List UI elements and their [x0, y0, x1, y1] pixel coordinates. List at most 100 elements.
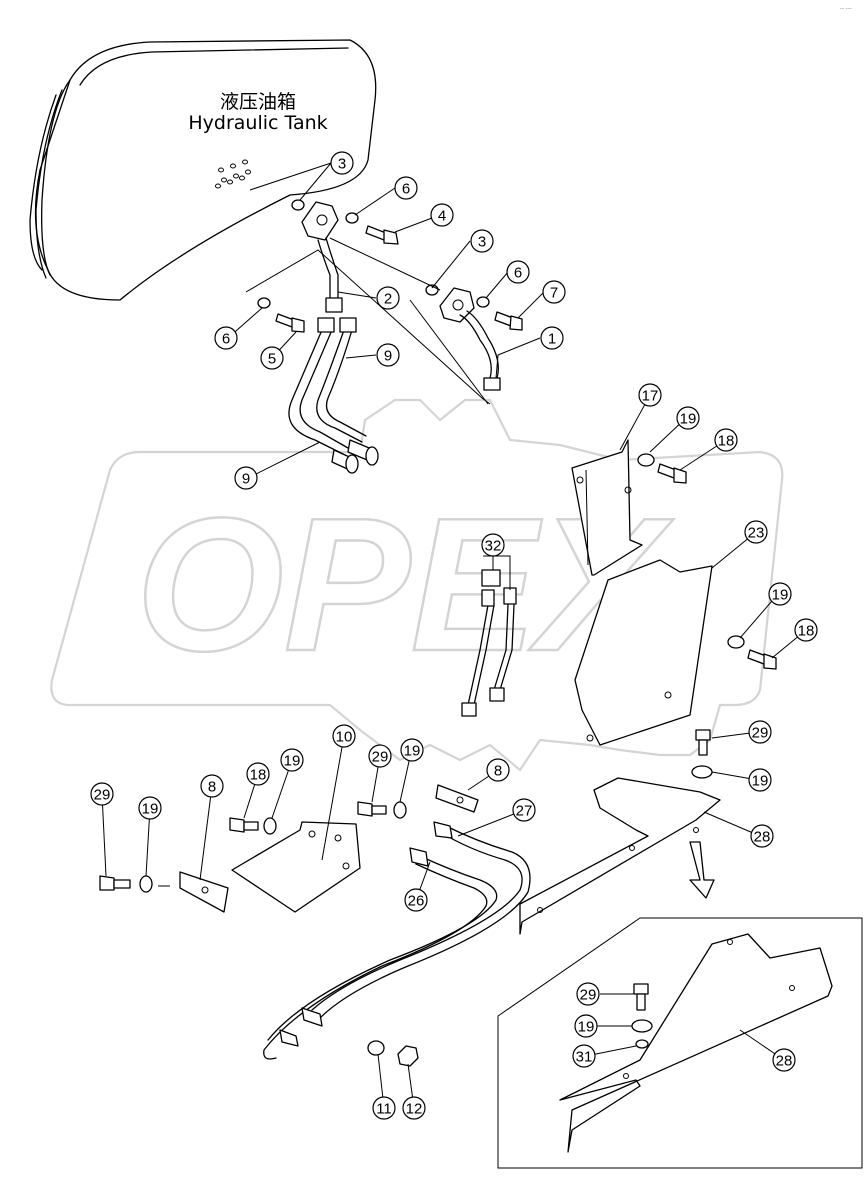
bolt-left [275, 313, 305, 333]
callout-32: 32 [481, 533, 505, 557]
callout-number: 12 [406, 1101, 423, 1118]
clamp-8-left [179, 871, 229, 913]
callout-number: 19 [772, 587, 789, 604]
callout-number: 1 [548, 331, 556, 348]
callout-3: 3 [330, 151, 354, 175]
bolt-17 [657, 463, 687, 484]
corner-mark: -- --- [840, 6, 852, 12]
callout-18: 18 [714, 428, 738, 452]
callout-number: 26 [408, 893, 425, 910]
o-ring-upper [291, 199, 305, 211]
callout-number: 9 [384, 348, 392, 365]
callout-3: 3 [470, 229, 494, 253]
callout-circle [394, 176, 418, 200]
callout-circle [402, 1096, 426, 1120]
callout-17: 17 [638, 383, 662, 407]
callout-19: 19 [138, 796, 162, 820]
callout-number: 10 [336, 729, 353, 746]
washer-lower [476, 296, 490, 308]
callout-19: 19 [768, 582, 792, 606]
callout-19: 19 [676, 406, 700, 430]
callout-29: 29 [576, 982, 600, 1006]
pipes-26-27 [263, 821, 531, 1060]
callout-circle [576, 982, 600, 1006]
callout-circle [794, 618, 818, 642]
bracket-28-upper [519, 777, 721, 935]
pipe-1 [459, 310, 501, 391]
callout-circle [372, 1096, 396, 1120]
bolt-29-detail [633, 983, 649, 1011]
callout-number: 6 [402, 181, 410, 198]
bolt-29-right [695, 729, 711, 756]
callout-circle [214, 326, 238, 350]
callout-number: 19 [284, 753, 301, 770]
bolt-lower [494, 311, 523, 331]
callout-28: 28 [772, 1048, 796, 1072]
callout-circle [750, 824, 774, 848]
callout-number: 19 [142, 801, 159, 818]
callout-number: 3 [478, 234, 486, 251]
washer-left [257, 297, 271, 309]
callout-circle [748, 720, 772, 744]
callout-11: 11 [372, 1096, 396, 1120]
callout-6: 6 [214, 326, 238, 350]
callout-number: 18 [798, 623, 815, 640]
callout-10: 10 [332, 724, 356, 748]
callout-number: 2 [384, 291, 392, 308]
callout-circle [512, 798, 536, 822]
callout-19: 19 [574, 1014, 598, 1038]
callout-29: 29 [368, 744, 392, 768]
callout-number: 8 [494, 763, 502, 780]
callout-number: 29 [580, 987, 597, 1004]
callout-number: 31 [576, 1049, 593, 1066]
callout-number: 8 [208, 779, 216, 796]
callout-19: 19 [400, 738, 424, 762]
callout-number: 4 [438, 208, 446, 225]
callout-number: 3 [338, 156, 346, 173]
callout-23: 23 [744, 520, 768, 544]
callout-circle [748, 768, 772, 792]
callout-12: 12 [402, 1096, 426, 1120]
callout-6: 6 [394, 176, 418, 200]
callout-number: 18 [718, 433, 735, 450]
callout-number: 19 [404, 743, 421, 760]
callout-circle [376, 343, 400, 367]
washer-19-left [139, 875, 153, 893]
callout-1: 1 [540, 326, 564, 350]
callout-circle [481, 533, 505, 557]
washer-upper [345, 212, 359, 224]
hose-9 [288, 317, 379, 474]
callout-18: 18 [794, 618, 818, 642]
callout-9: 9 [376, 343, 400, 367]
callout-8: 8 [200, 774, 224, 798]
callout-circle [744, 520, 768, 544]
callout-number: 29 [752, 725, 769, 742]
callout-circle [542, 280, 566, 304]
callout-circle [574, 1014, 598, 1038]
callout-circle [280, 748, 304, 772]
callout-number: 29 [372, 749, 389, 766]
washer-19-center [393, 801, 407, 819]
callout-number: 28 [754, 829, 771, 846]
bolt-upper [365, 225, 399, 245]
callout-19: 19 [280, 748, 304, 772]
callout-number: 28 [776, 1053, 793, 1070]
callout-number: 9 [242, 471, 250, 488]
washer-11 [367, 1040, 385, 1056]
callout-circle [138, 796, 162, 820]
callout-number: 6 [514, 265, 522, 282]
bracket-17 [571, 439, 643, 576]
callout-number: 29 [94, 787, 111, 804]
detail-frame [497, 917, 863, 1169]
cover-23 [574, 559, 713, 746]
bolt-29-mid [357, 801, 387, 817]
callout-circle [486, 758, 510, 782]
callout-circle [90, 782, 114, 806]
arrow-down [689, 841, 715, 899]
callout-circle [330, 151, 354, 175]
callout-29: 29 [90, 782, 114, 806]
callout-4: 4 [430, 203, 454, 227]
callout-27: 27 [512, 798, 536, 822]
flange-lower [439, 287, 475, 323]
